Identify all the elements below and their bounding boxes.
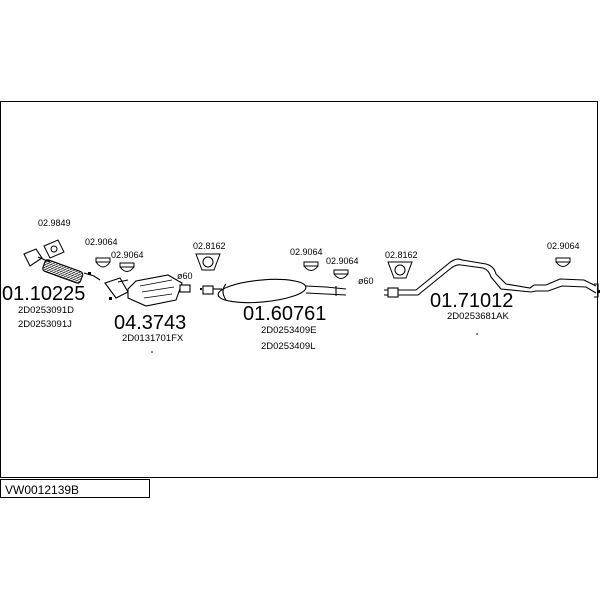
accessory-ref-a8: 02.9064 [547,241,580,251]
part-number-2: 04.3743 [114,312,187,334]
accessory-ref-a7: 02.8162 [385,250,418,260]
accessory-ref-a4: 02.8162 [193,241,226,251]
catalytic-converter-drawing [104,274,191,307]
accessory-ref-a1: 02.9849 [38,218,71,228]
clamp-a3-icon [119,262,135,272]
diagram-code-box: VW0012139B [0,479,150,498]
part-1-code-1: 2D0253091D [18,305,74,316]
accessory-ref-a2: 02.9064 [85,237,118,247]
diameter-label-1: ø60 [177,271,193,281]
part-2-code-1: 2D0131701FX [122,333,184,344]
front-pipe-drawing [23,248,101,284]
accessory-ref-a3: 02.9064 [111,250,144,260]
middle-silencer-drawing [202,278,347,304]
part-3-code-1: 2D0253409E [261,325,317,336]
accessory-ref-a6: 02.9064 [326,256,359,266]
accessory-ref-a5: 02.9064 [290,247,323,257]
clamp-a8-icon [555,257,571,267]
clamp-a5-icon [303,261,319,271]
part-number-4: 01.71012 [430,290,514,312]
clamp-a6-icon [333,269,349,279]
gasket-a1-icon [43,239,65,259]
rubber-mount-a4-icon [195,253,221,271]
diameter-label-2: ø60 [358,276,374,286]
rubber-mount-a7-icon [387,261,413,279]
part-number-1: 01.10225 [2,283,86,305]
part-3-code-2: 2D0253409L [261,341,316,352]
clamp-a2-icon [95,257,111,268]
part-number-3: 01.60761 [243,303,327,325]
part-1-code-2: 2D0253091J [18,319,72,330]
part-4-code-1: 2D0253681AK [447,311,509,322]
diagram-code: VW0012139B [5,483,80,497]
markers [88,272,600,353]
